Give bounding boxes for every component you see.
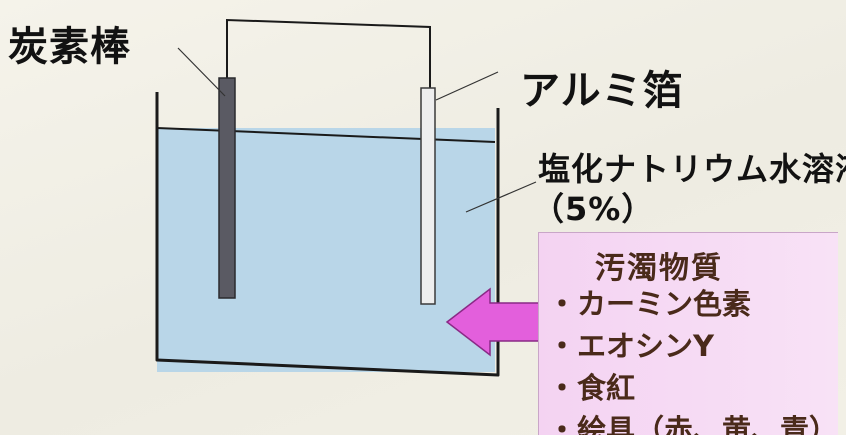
bullet: ・ bbox=[547, 413, 577, 435]
bullet: ・ bbox=[547, 371, 577, 405]
aluminum-foil bbox=[420, 87, 436, 305]
aluminum-foil-label: アルミ箔 bbox=[520, 68, 684, 114]
pollutant-name: カーミン色素 bbox=[577, 287, 752, 321]
list-item: ・エオシンY bbox=[547, 325, 838, 367]
carbon-rod bbox=[218, 77, 236, 299]
list-item: ・カーミン色素 bbox=[547, 283, 838, 325]
aluminum-foil-leader-line bbox=[435, 71, 499, 101]
list-item: ・絵具（赤、黄、青） bbox=[547, 409, 838, 435]
solution-leader-line bbox=[465, 181, 537, 213]
saline-solution bbox=[157, 128, 495, 372]
connecting-wire bbox=[226, 18, 431, 88]
pollutant-title: 汚濁物質 bbox=[595, 251, 723, 286]
beaker bbox=[155, 92, 500, 377]
list-item: ・食紅 bbox=[547, 367, 838, 409]
carbon-rod-label: 炭素棒 bbox=[8, 24, 131, 70]
carbon-rod-leader-line bbox=[177, 47, 226, 97]
pollutant-name: 絵具（赤、黄、青） bbox=[577, 413, 838, 435]
liquid-surface-line bbox=[156, 127, 496, 143]
bullet: ・ bbox=[547, 329, 577, 363]
pollutant-box: 汚濁物質 ・カーミン色素 ・エオシンY ・食紅 ・絵具（赤、黄、青） bbox=[538, 232, 838, 435]
solution-label: 塩化ナトリウム水溶液 bbox=[538, 150, 846, 188]
pollutant-list: ・カーミン色素 ・エオシンY ・食紅 ・絵具（赤、黄、青） bbox=[547, 283, 838, 435]
solution-concentration-label: （5%） bbox=[532, 190, 655, 228]
pollutant-name: 食紅 bbox=[577, 371, 636, 405]
pollutant-name: エオシンY bbox=[577, 329, 714, 363]
bullet: ・ bbox=[547, 287, 577, 321]
